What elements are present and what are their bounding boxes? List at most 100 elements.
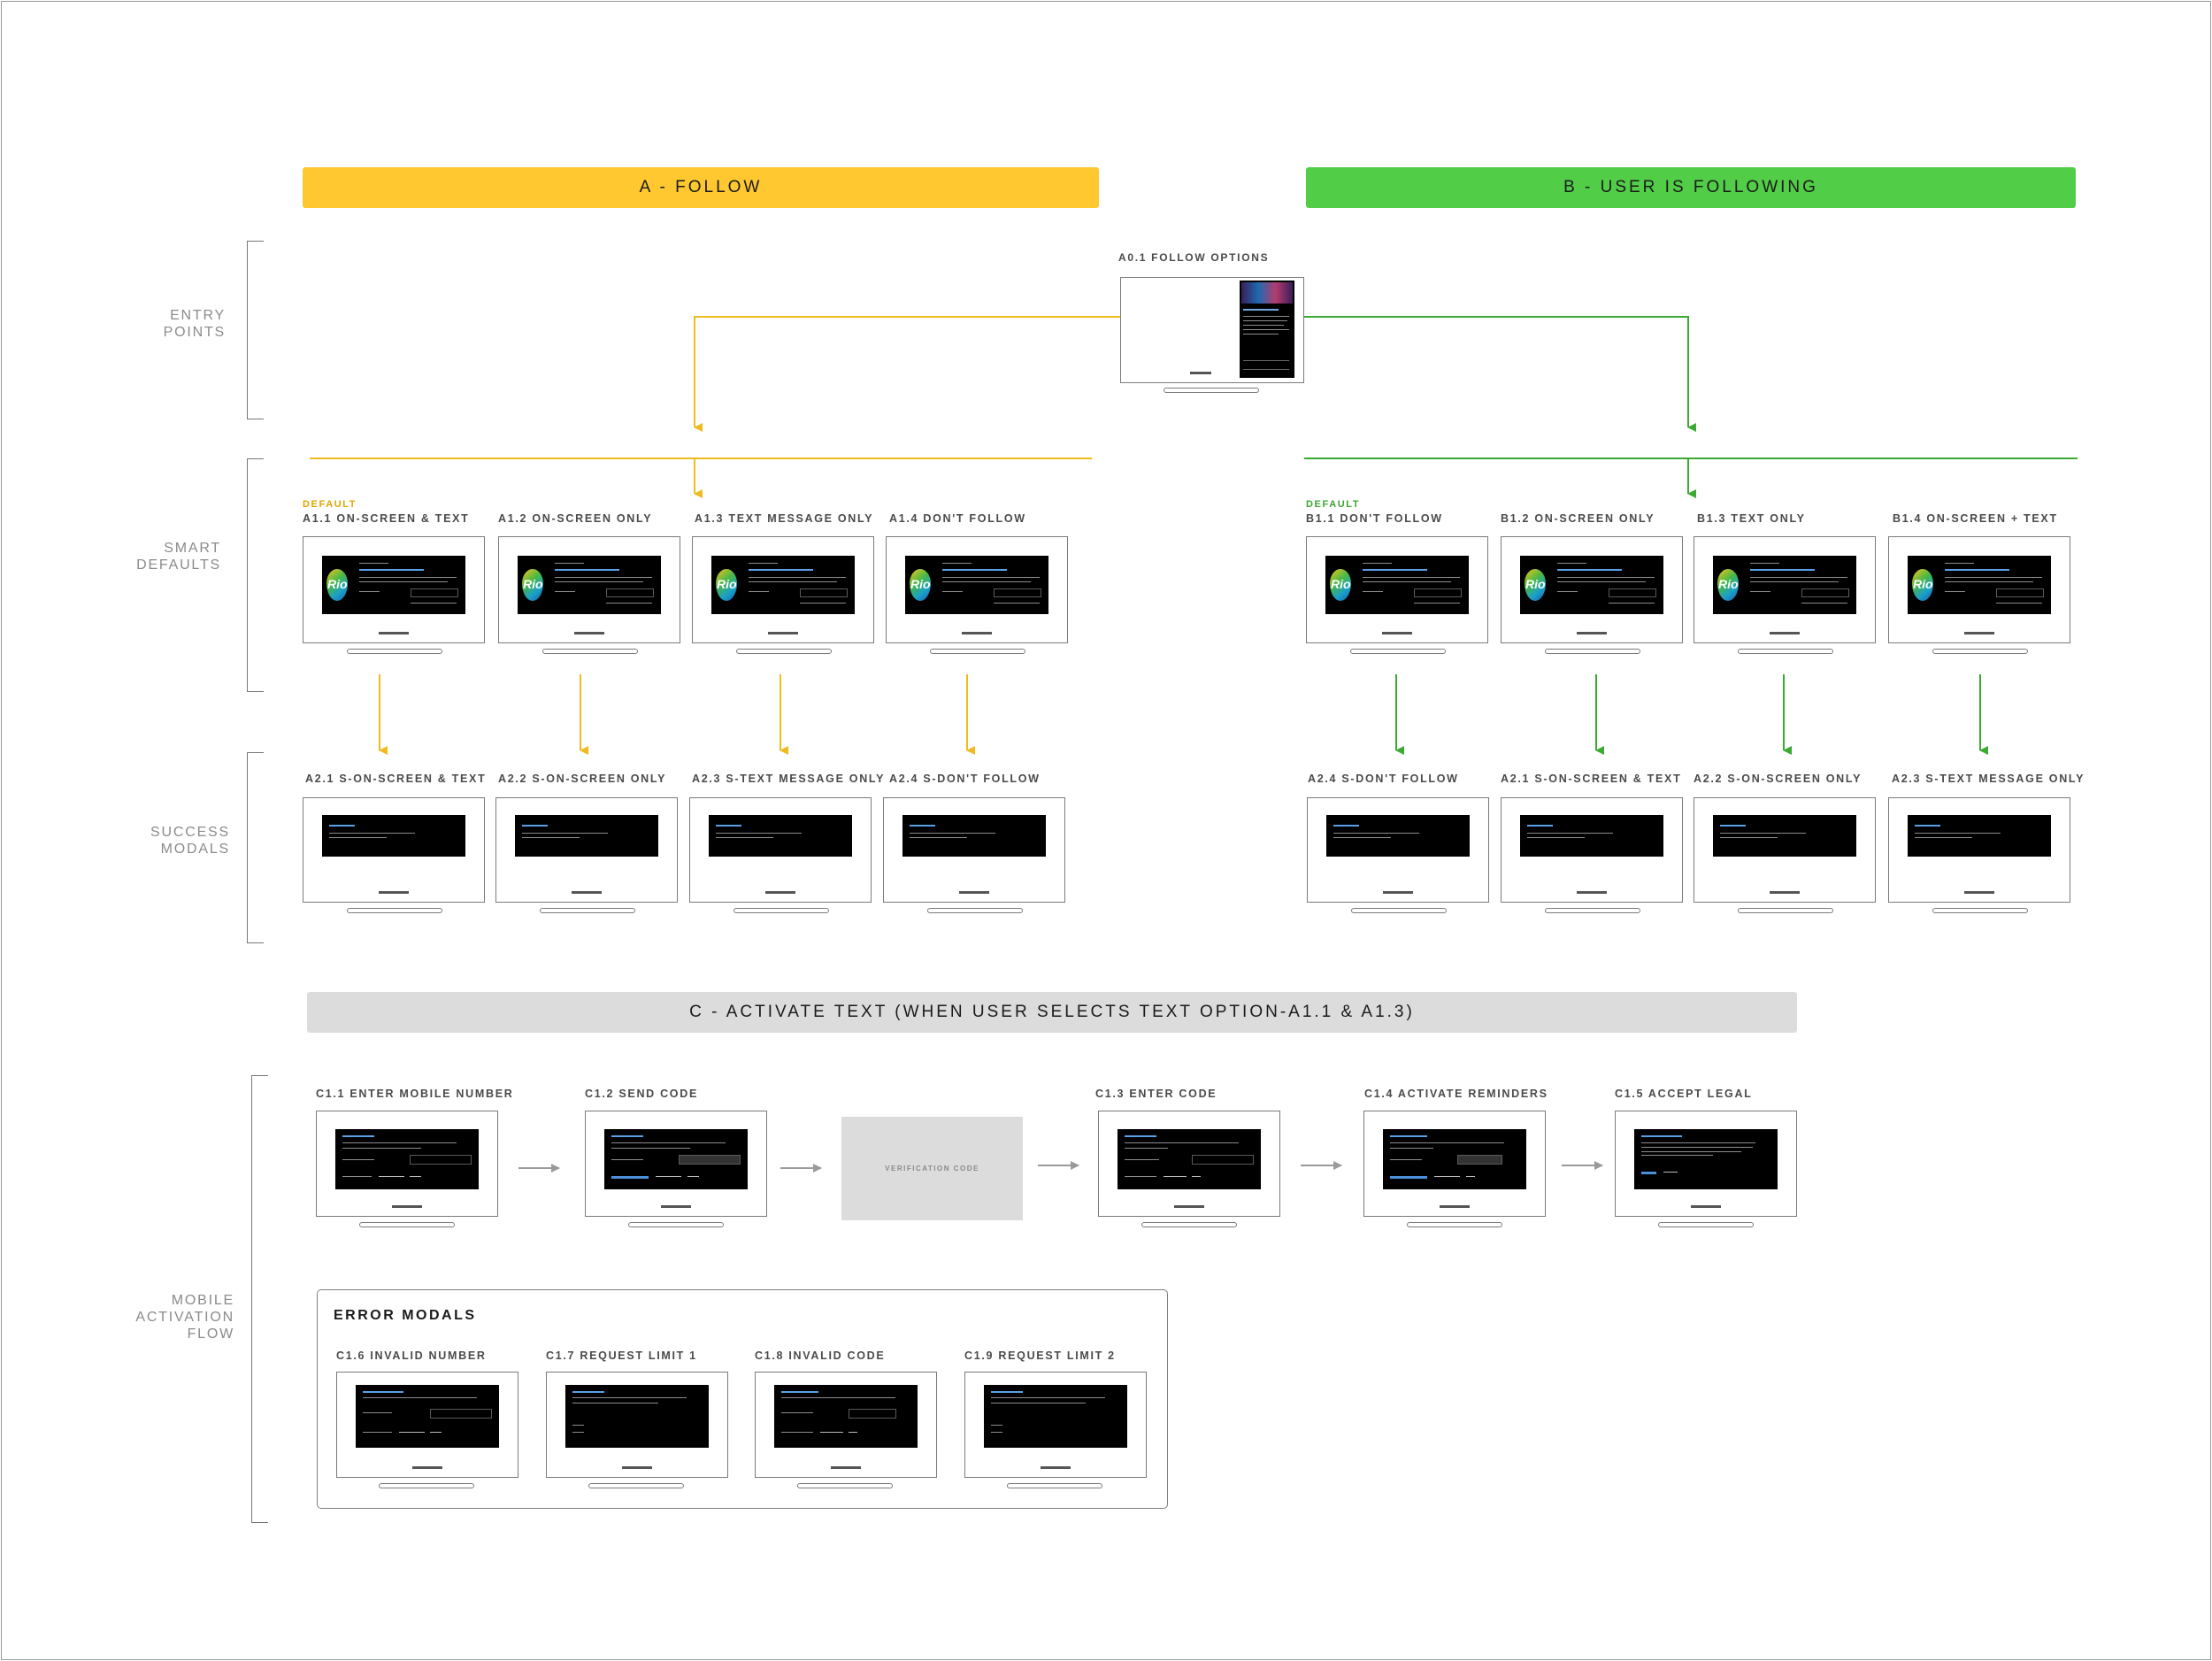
success-b-1-stand bbox=[1351, 908, 1447, 913]
success-b-1-label: A2.4 S-DON'T FOLLOW bbox=[1308, 773, 1459, 785]
c1-3-stand bbox=[1141, 1222, 1237, 1227]
smart-a1-1-monitor: Rio bbox=[303, 536, 485, 643]
success-b-3-screen bbox=[1713, 814, 1856, 857]
entry-side-panel bbox=[1240, 281, 1294, 378]
c1-1-label: C1.1 ENTER MOBILE NUMBER bbox=[316, 1088, 514, 1100]
smart-a1-4-screen: Rio bbox=[905, 556, 1048, 614]
smart-b1-2-stand bbox=[1545, 649, 1640, 654]
entry-to-following-connector bbox=[1304, 316, 1696, 432]
entry-label: A0.1 FOLLOW OPTIONS bbox=[1118, 251, 1270, 264]
smart-b1-3-stand bbox=[1738, 649, 1833, 654]
smart-b1-4-monitor: Rio bbox=[1888, 536, 2070, 643]
smart-a1-1-stand bbox=[347, 649, 442, 654]
row-label-entry: ENTRY POINTS bbox=[163, 308, 226, 340]
success-a2-2-screen bbox=[515, 814, 658, 857]
banner-c-activate: C - ACTIVATE TEXT (WHEN USER SELECTS TEX… bbox=[307, 992, 1797, 1033]
smart-a1-4-monitor: Rio bbox=[886, 536, 1068, 643]
success-a2-2-monitor bbox=[495, 797, 678, 903]
success-b-2-monitor bbox=[1501, 797, 1683, 903]
entry-monitor bbox=[1120, 277, 1304, 383]
smart-b1-2-screen: Rio bbox=[1520, 556, 1663, 614]
c1-9-screen bbox=[984, 1385, 1127, 1448]
success-a2-2-stand bbox=[540, 908, 635, 913]
smart-b1-2-monitor: Rio bbox=[1501, 536, 1683, 643]
rio-logo: Rio bbox=[1330, 568, 1352, 602]
c1-8-stand bbox=[797, 1483, 893, 1488]
success-a2-4-monitor bbox=[883, 797, 1065, 903]
row-label-success: SUCCESS MODALS bbox=[150, 825, 230, 857]
smart-bracket bbox=[247, 458, 264, 692]
rio-logo: Rio bbox=[1717, 568, 1740, 602]
default-label-b: DEFAULT bbox=[1306, 499, 1361, 510]
c1-4-label: C1.4 ACTIVATE REMINDERS bbox=[1364, 1088, 1548, 1100]
success-b-3-monitor bbox=[1694, 797, 1876, 903]
smart-b1-3-label: B1.3 TEXT ONLY bbox=[1697, 512, 1806, 525]
c1-8-monitor bbox=[755, 1372, 937, 1478]
success-a2-4-label: A2.4 S-DON'T FOLLOW bbox=[889, 773, 1041, 785]
success-b-3-stand bbox=[1738, 908, 1833, 913]
smart-b1-4-label: B1.4 ON-SCREEN + TEXT bbox=[1893, 512, 2058, 525]
success-b-2-label: A2.1 S-ON-SCREEN & TEXT bbox=[1501, 773, 1682, 785]
entry-to-follow-connector bbox=[694, 316, 1120, 432]
c1-1-monitor bbox=[316, 1111, 498, 1217]
success-a2-3-stand bbox=[733, 908, 829, 913]
mobile-bracket bbox=[251, 1075, 268, 1523]
error-modals-panel bbox=[317, 1289, 1168, 1509]
c1-6-screen bbox=[356, 1385, 499, 1448]
success-b-1-screen bbox=[1326, 814, 1470, 857]
smart-b1-4-screen: Rio bbox=[1908, 556, 2051, 614]
success-b-4-stand bbox=[1932, 908, 2028, 913]
rio-logo: Rio bbox=[326, 568, 349, 602]
smart-b1-1-label: B1.1 DON'T FOLLOW bbox=[1306, 512, 1443, 525]
smart-a1-2-screen: Rio bbox=[518, 556, 661, 614]
rio-logo: Rio bbox=[1912, 568, 1934, 602]
smart-b1-3-screen: Rio bbox=[1713, 556, 1856, 614]
c1-1-stand bbox=[359, 1222, 455, 1227]
c1-5-screen bbox=[1634, 1129, 1778, 1190]
success-b-4-label: A2.3 S-TEXT MESSAGE ONLY bbox=[1892, 773, 2085, 785]
c1-7-stand bbox=[588, 1483, 684, 1488]
c1-5-label: C1.5 ACCEPT LEGAL bbox=[1615, 1088, 1753, 1100]
default-label-a: DEFAULT bbox=[303, 499, 357, 510]
c1-9-stand bbox=[1007, 1483, 1102, 1488]
success-b-1-monitor bbox=[1307, 797, 1489, 903]
success-a2-2-label: A2.2 S-ON-SCREEN ONLY bbox=[498, 773, 667, 785]
rio-logo: Rio bbox=[910, 568, 932, 602]
c1-9-monitor bbox=[964, 1372, 1147, 1478]
c1-5-stand bbox=[1658, 1222, 1754, 1227]
success-bracket bbox=[247, 752, 264, 943]
c1-3-label: C1.3 ENTER CODE bbox=[1095, 1088, 1217, 1100]
c1-4-stand bbox=[1407, 1222, 1502, 1227]
entry-hero-image bbox=[1241, 282, 1293, 304]
smart-b1-1-stand bbox=[1350, 649, 1446, 654]
smart-a1-3-label: A1.3 TEXT MESSAGE ONLY bbox=[695, 512, 874, 525]
c1-2-screen bbox=[604, 1129, 748, 1190]
row-label-smart: SMART DEFAULTS bbox=[136, 541, 221, 573]
c1-6-stand bbox=[379, 1483, 474, 1488]
rio-logo: Rio bbox=[716, 568, 738, 602]
c1-7-label: C1.7 REQUEST LIMIT 1 bbox=[546, 1350, 697, 1362]
c1-6-label: C1.6 INVALID NUMBER bbox=[336, 1350, 487, 1362]
c1-7-monitor bbox=[546, 1372, 728, 1478]
entry-monitor-stand bbox=[1164, 388, 1259, 393]
banner-b-following: B - USER IS FOLLOWING bbox=[1306, 167, 2076, 208]
smart-a1-4-stand bbox=[930, 649, 1025, 654]
rio-logo: Rio bbox=[1525, 568, 1547, 602]
rio-logo: Rio bbox=[522, 568, 544, 602]
smart-b1-3-monitor: Rio bbox=[1694, 536, 1876, 643]
c1-3-monitor bbox=[1098, 1111, 1280, 1217]
smart-b1-1-monitor: Rio bbox=[1306, 536, 1488, 643]
c1-5-monitor bbox=[1615, 1111, 1797, 1217]
success-a2-1-stand bbox=[347, 908, 442, 913]
success-a2-3-screen bbox=[709, 814, 852, 857]
entry-bracket bbox=[247, 241, 264, 419]
smart-a1-1-screen: Rio bbox=[322, 556, 465, 614]
c1-2-label: C1.2 SEND CODE bbox=[585, 1088, 698, 1100]
smart-a1-1-label: A1.1 ON-SCREEN & TEXT bbox=[303, 512, 470, 525]
c1-8-label: C1.8 INVALID CODE bbox=[755, 1350, 886, 1362]
smart-a1-3-screen: Rio bbox=[711, 556, 855, 614]
success-a2-4-stand bbox=[927, 908, 1023, 913]
error-modals-title: ERROR MODALS bbox=[334, 1308, 477, 1323]
c1-8-screen bbox=[774, 1385, 918, 1448]
